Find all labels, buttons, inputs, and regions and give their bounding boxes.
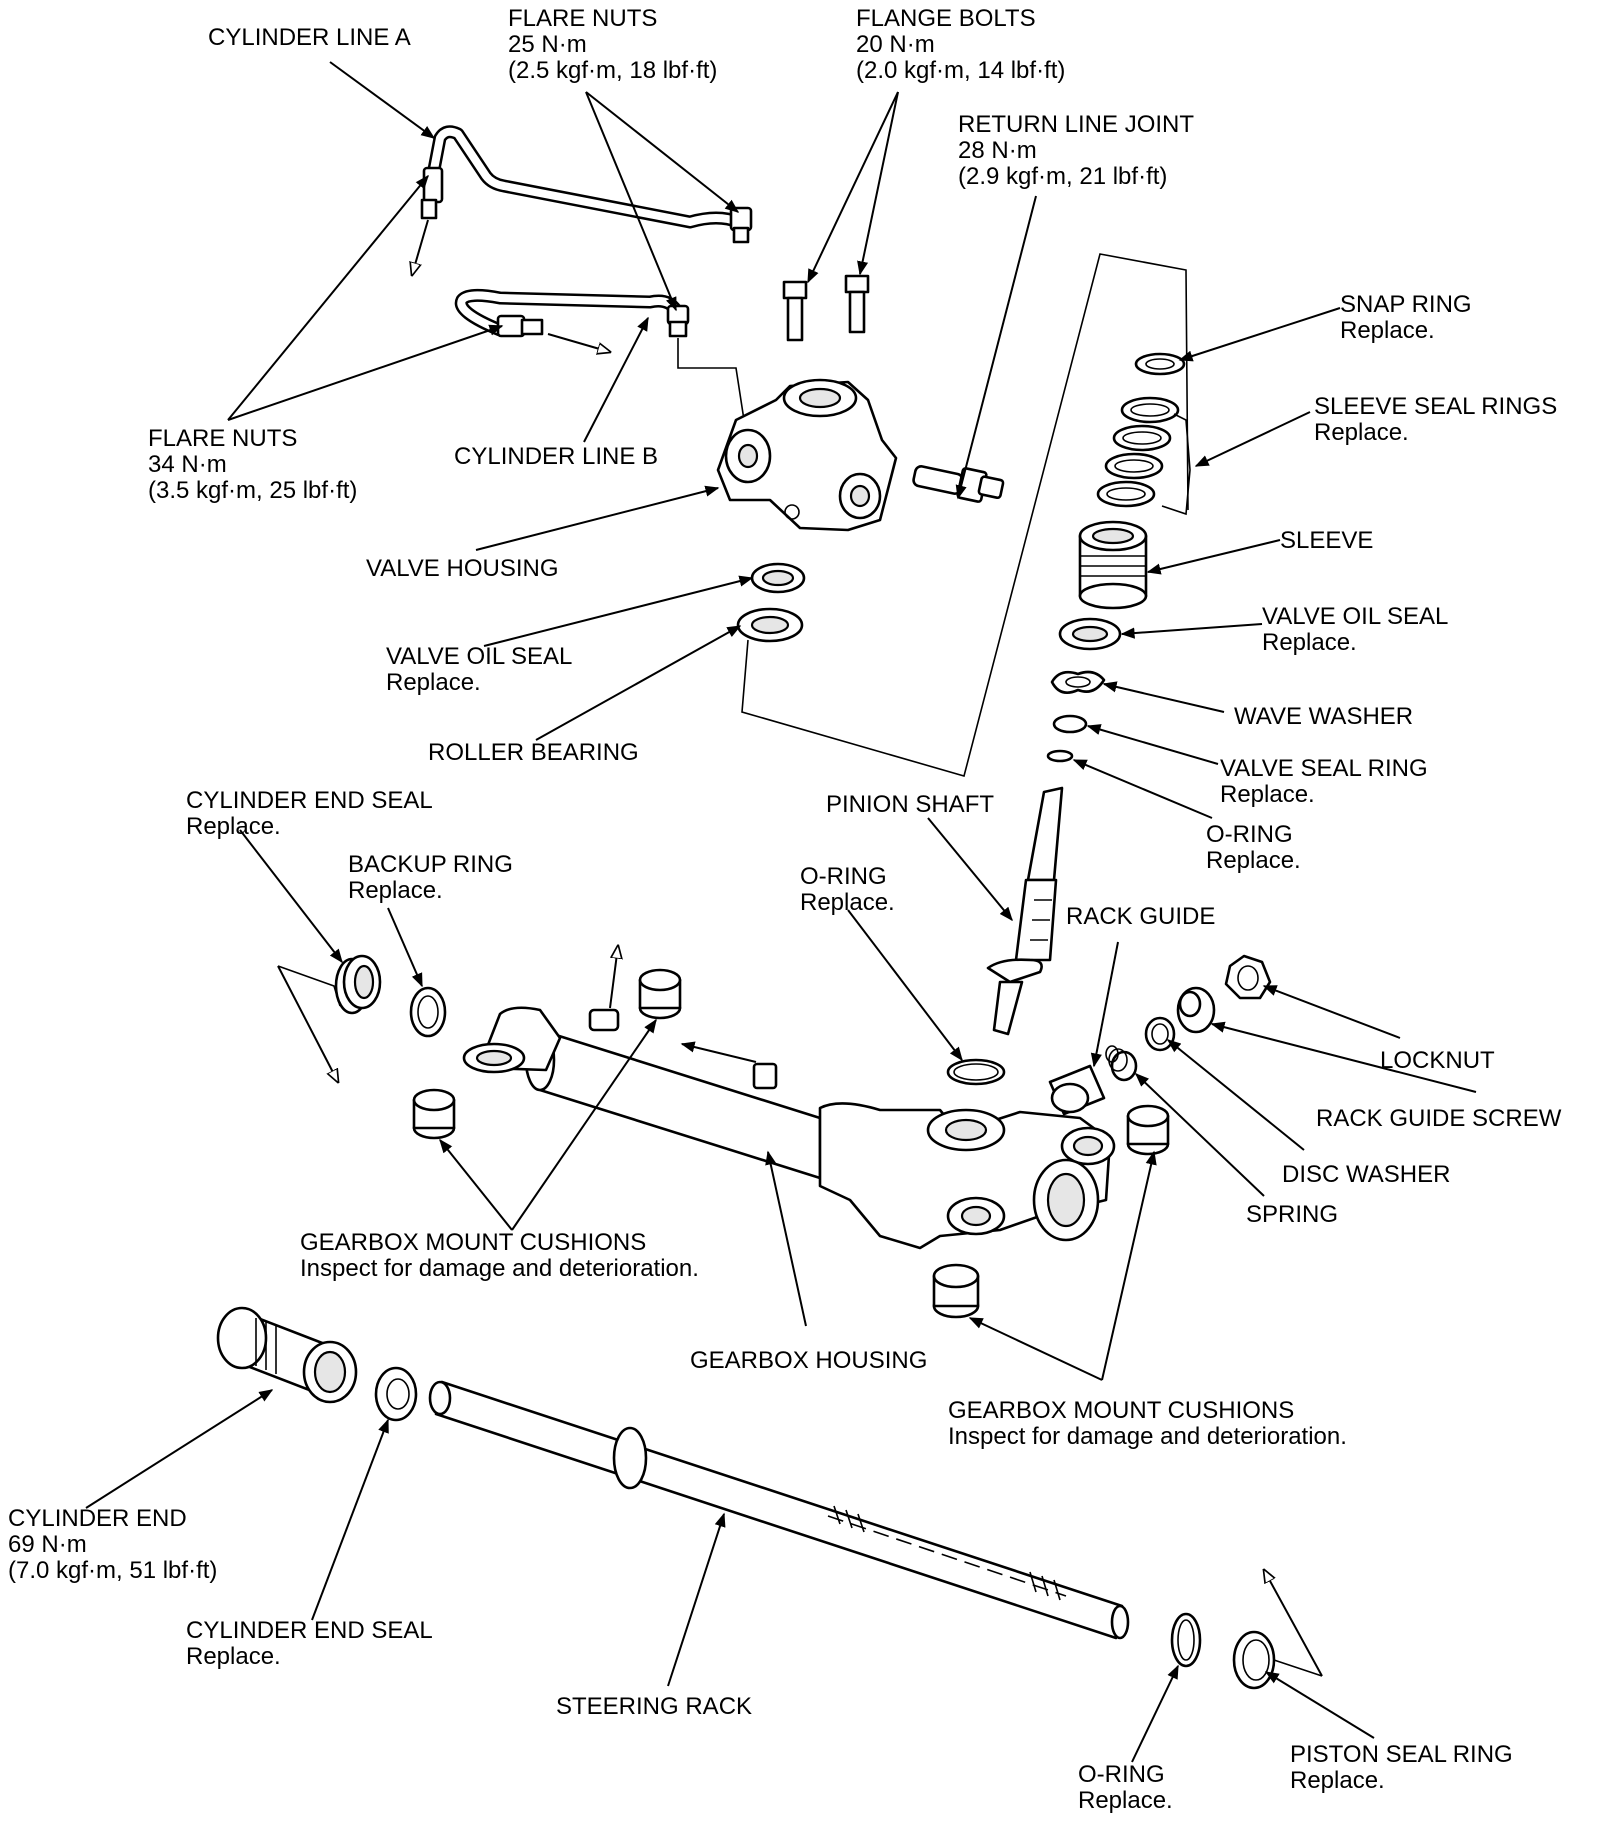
label-cylinder-line-a: CYLINDER LINE A [208, 24, 411, 51]
label-gearbox-housing: GEARBOX HOUSING [690, 1347, 928, 1374]
label-valve-housing: VALVE HOUSING [366, 555, 559, 582]
roller-bearing-part [736, 607, 804, 643]
piston-seal-ring-part [1232, 1630, 1276, 1690]
cylinder-end-part [216, 1306, 358, 1404]
flange-bolt-2 [844, 274, 870, 334]
label-locknut: LOCKNUT [1380, 1047, 1495, 1074]
label-rack-guide: RACK GUIDE [1066, 903, 1216, 930]
rack-guide-screw-part [1176, 986, 1216, 1034]
backup-ring-part [409, 986, 447, 1038]
disc-washer-part [1144, 1016, 1176, 1052]
return-line-joint [912, 465, 1005, 503]
valve-seal-ring-part [1052, 714, 1088, 734]
label-spring: SPRING [1246, 1201, 1339, 1228]
valve-oil-seal-left-part [750, 562, 806, 594]
gearbox-housing-part [462, 1006, 1116, 1250]
o-ring-small-part [1046, 749, 1074, 763]
snap-ring-part [1134, 352, 1186, 376]
o-ring-bottom-part [1170, 1612, 1202, 1668]
spring-part [1105, 1045, 1138, 1082]
label-sleeve: SLEEVE [1280, 527, 1374, 554]
mount-cushion-4 [932, 1263, 980, 1319]
valve-housing [716, 378, 898, 532]
sleeve-part [1078, 520, 1148, 610]
o-ring-center-part [946, 1058, 1006, 1086]
cylinder-line-a [420, 125, 753, 244]
label-steering-rack: STEERING RACK [556, 1693, 753, 1720]
label-pinion-shaft: PINION SHAFT [826, 791, 995, 818]
label-disc-washer: DISC WASHER [1282, 1161, 1451, 1188]
label-rack-guide-screw: RACK GUIDE SCREW [1316, 1105, 1562, 1132]
label-wave-washer: WAVE WASHER [1234, 703, 1414, 730]
label-cylinder-line-b: CYLINDER LINE B [454, 443, 659, 470]
steering-rack-part [428, 1380, 1130, 1640]
leader-lines [85, 61, 1477, 1763]
flange-bolt-1 [782, 280, 808, 342]
label-roller-bearing: ROLLER BEARING [428, 739, 639, 766]
sleeve-seal-rings-part [1096, 396, 1180, 508]
mount-cushion-1 [412, 1088, 456, 1140]
mount-cushion-2 [638, 968, 682, 1020]
mount-cushion-3 [1126, 1104, 1170, 1156]
locknut-part [1224, 954, 1272, 1000]
pinion-shaft-part [986, 786, 1064, 1036]
cylinder-line-b [454, 288, 690, 338]
cylinder-end-seal-bottom-part [374, 1366, 418, 1422]
rack-guide-part [1048, 1064, 1106, 1116]
valve-oil-seal-right-part [1058, 617, 1122, 651]
cylinder-end-seal-top-part [334, 954, 382, 1015]
wave-washer-part [1050, 670, 1106, 694]
